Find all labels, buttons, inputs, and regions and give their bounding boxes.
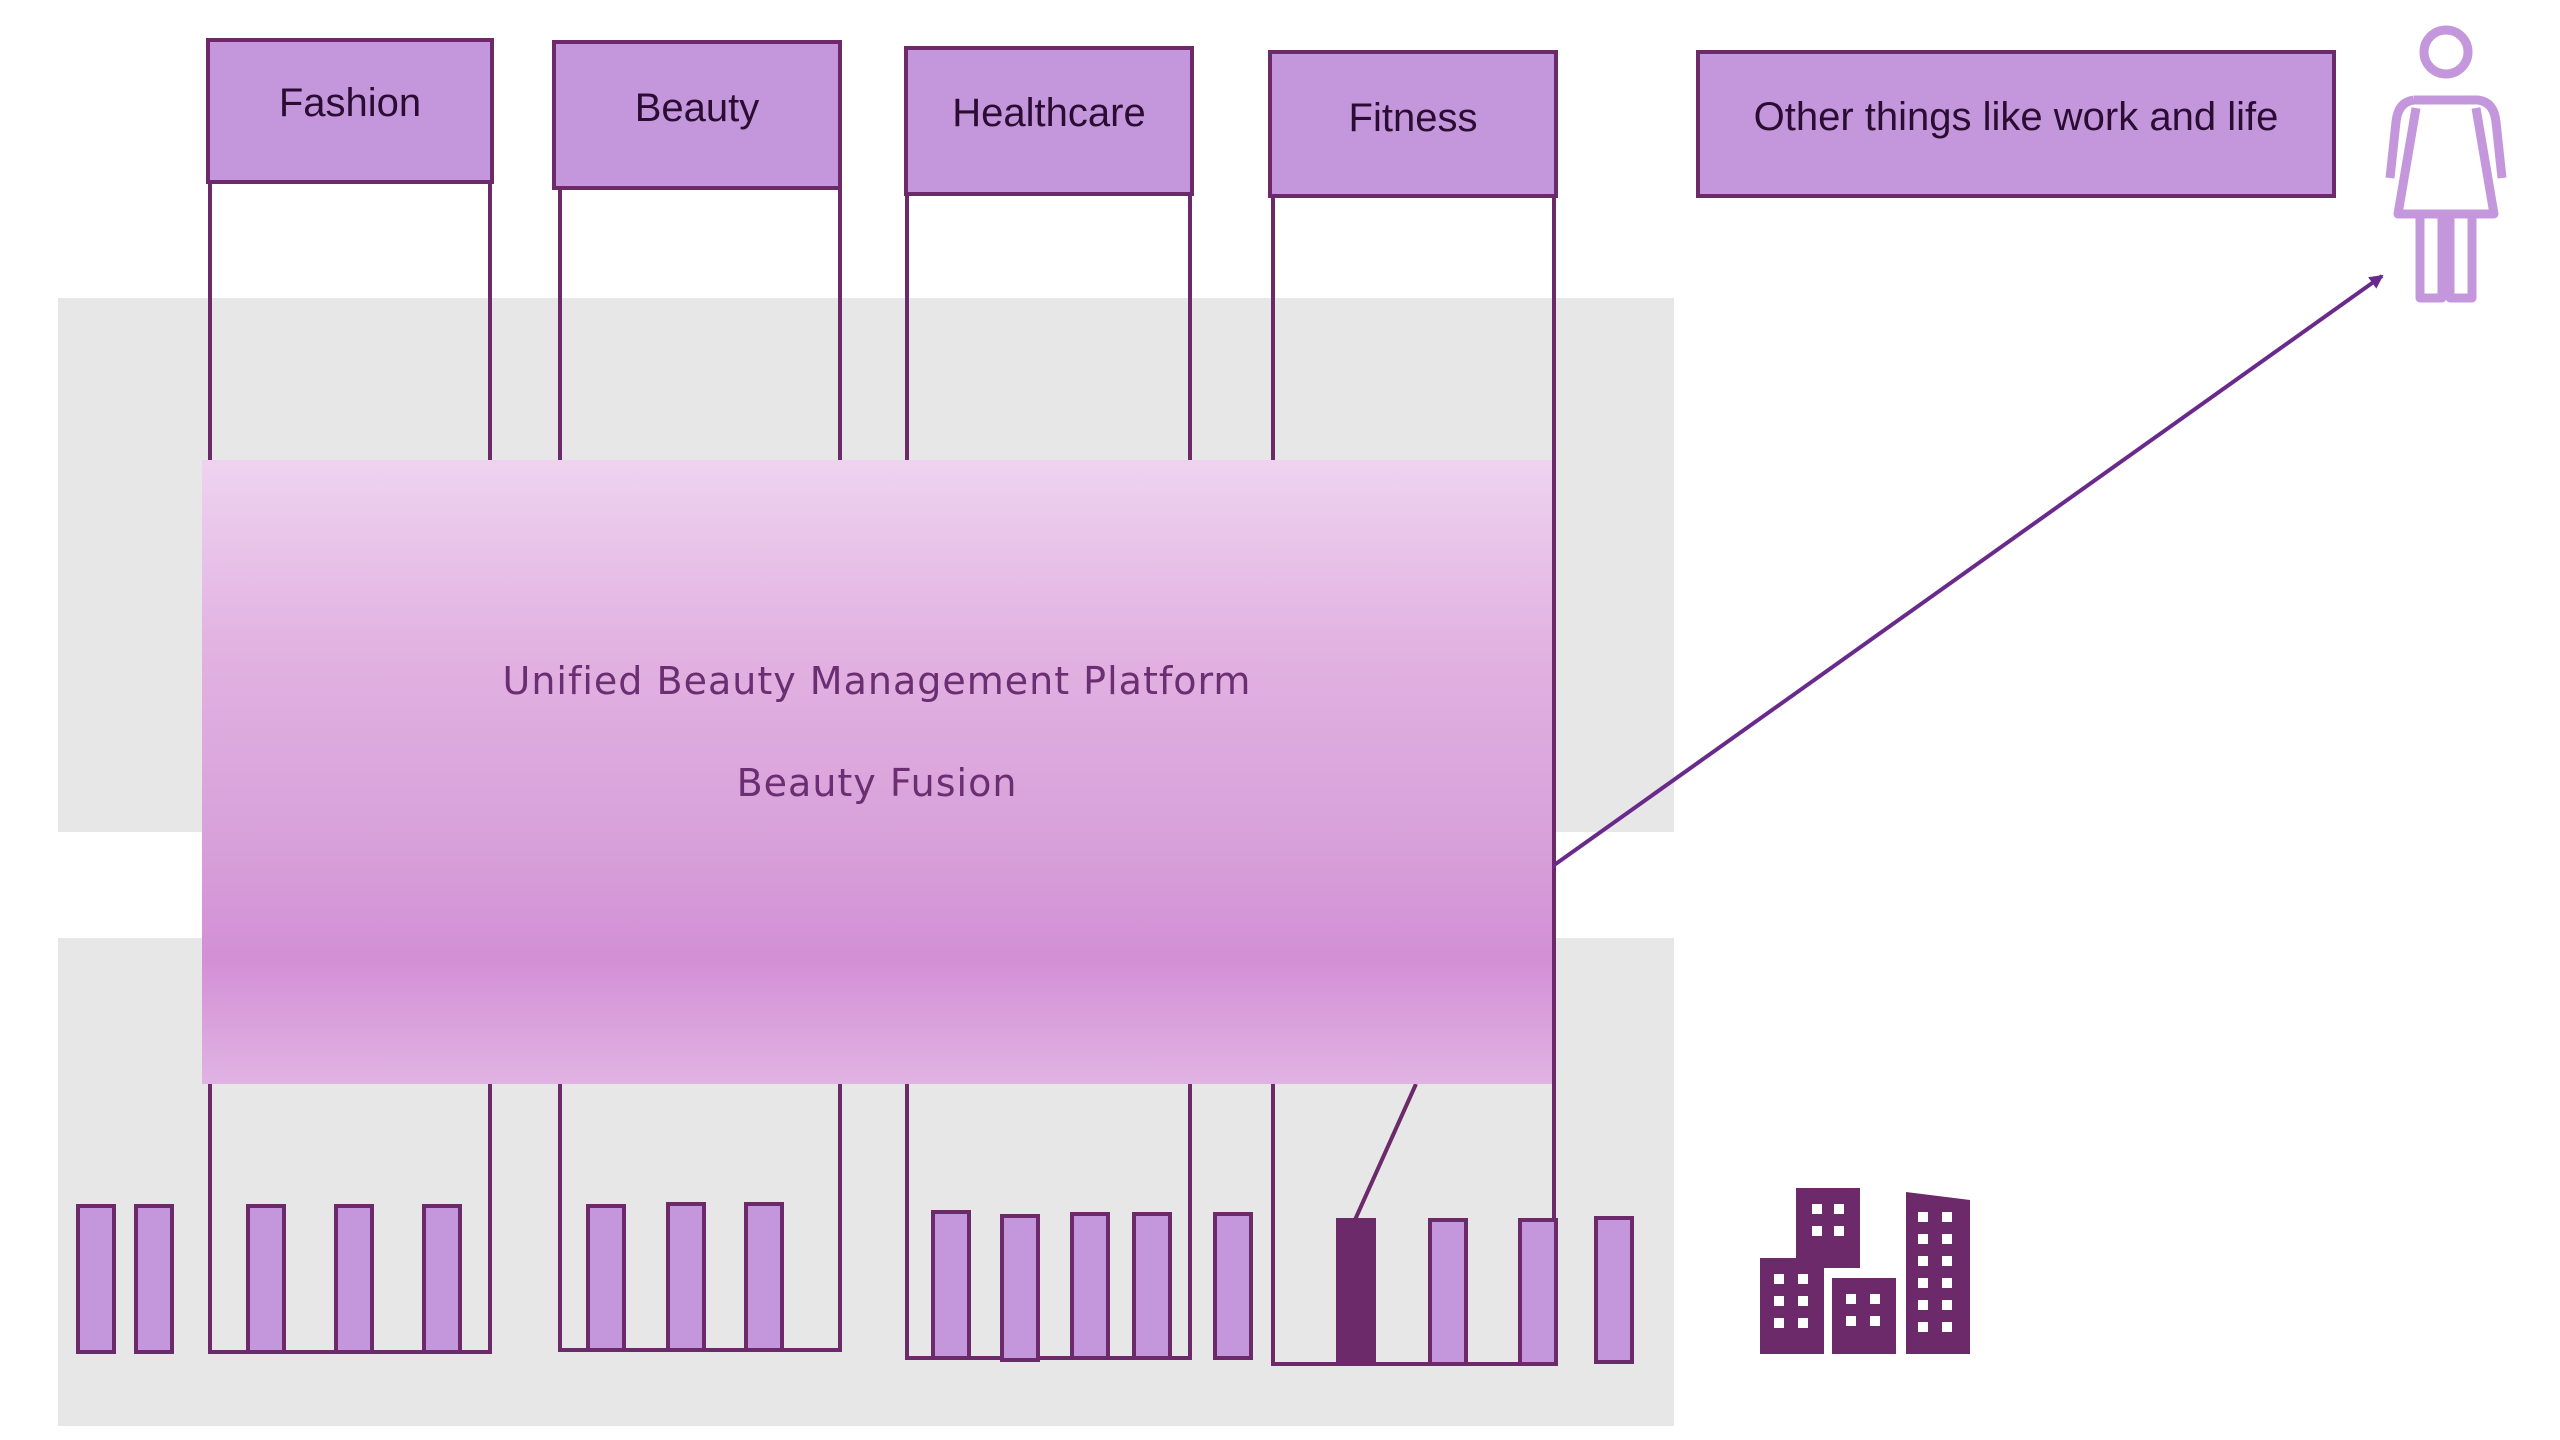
category-label-fitness: Fitness [1348, 95, 1478, 140]
platform-box: Unified Beauty Management Platform Beaut… [202, 460, 1552, 1084]
bar [1594, 1216, 1634, 1364]
fitness-bottom-bracket [1271, 1084, 1554, 1366]
bar [586, 1204, 626, 1352]
category-box-fashion: Fashion [206, 38, 494, 184]
bar [931, 1210, 971, 1360]
bar [1213, 1212, 1253, 1360]
platform-name: Beauty Fusion [736, 761, 1018, 805]
bar [422, 1204, 462, 1354]
bar [1070, 1212, 1110, 1360]
category-label-fashion: Fashion [278, 80, 422, 125]
bar [744, 1202, 784, 1352]
highlighted-bar [1336, 1218, 1376, 1366]
category-label-healthcare: Healthcare [952, 90, 1146, 135]
bar [134, 1204, 174, 1354]
category-box-beauty: Beauty [552, 40, 842, 190]
category-box-healthcare: Healthcare [904, 46, 1194, 196]
category-box-fitness: Fitness [1268, 50, 1558, 198]
bar [76, 1204, 116, 1354]
bar [666, 1202, 706, 1352]
platform-to-person-arrow [1548, 274, 2384, 870]
woman-icon [2385, 25, 2507, 303]
category-label-other: Other things like work and life [1753, 94, 2279, 139]
bar [1428, 1218, 1468, 1366]
category-box-other: Other things like work and life [1696, 50, 2336, 198]
bar [1132, 1212, 1172, 1360]
bar [334, 1204, 374, 1354]
buildings-icon [1760, 1188, 1970, 1354]
bar [1518, 1218, 1558, 1366]
bar [246, 1204, 286, 1354]
category-label-beauty: Beauty [634, 85, 760, 130]
platform-to-bar-connector [1352, 1083, 1418, 1223]
healthcare-bottom-bracket [905, 1084, 1192, 1360]
platform-title: Unified Beauty Management Platform [502, 659, 1252, 703]
bar [1000, 1214, 1040, 1362]
